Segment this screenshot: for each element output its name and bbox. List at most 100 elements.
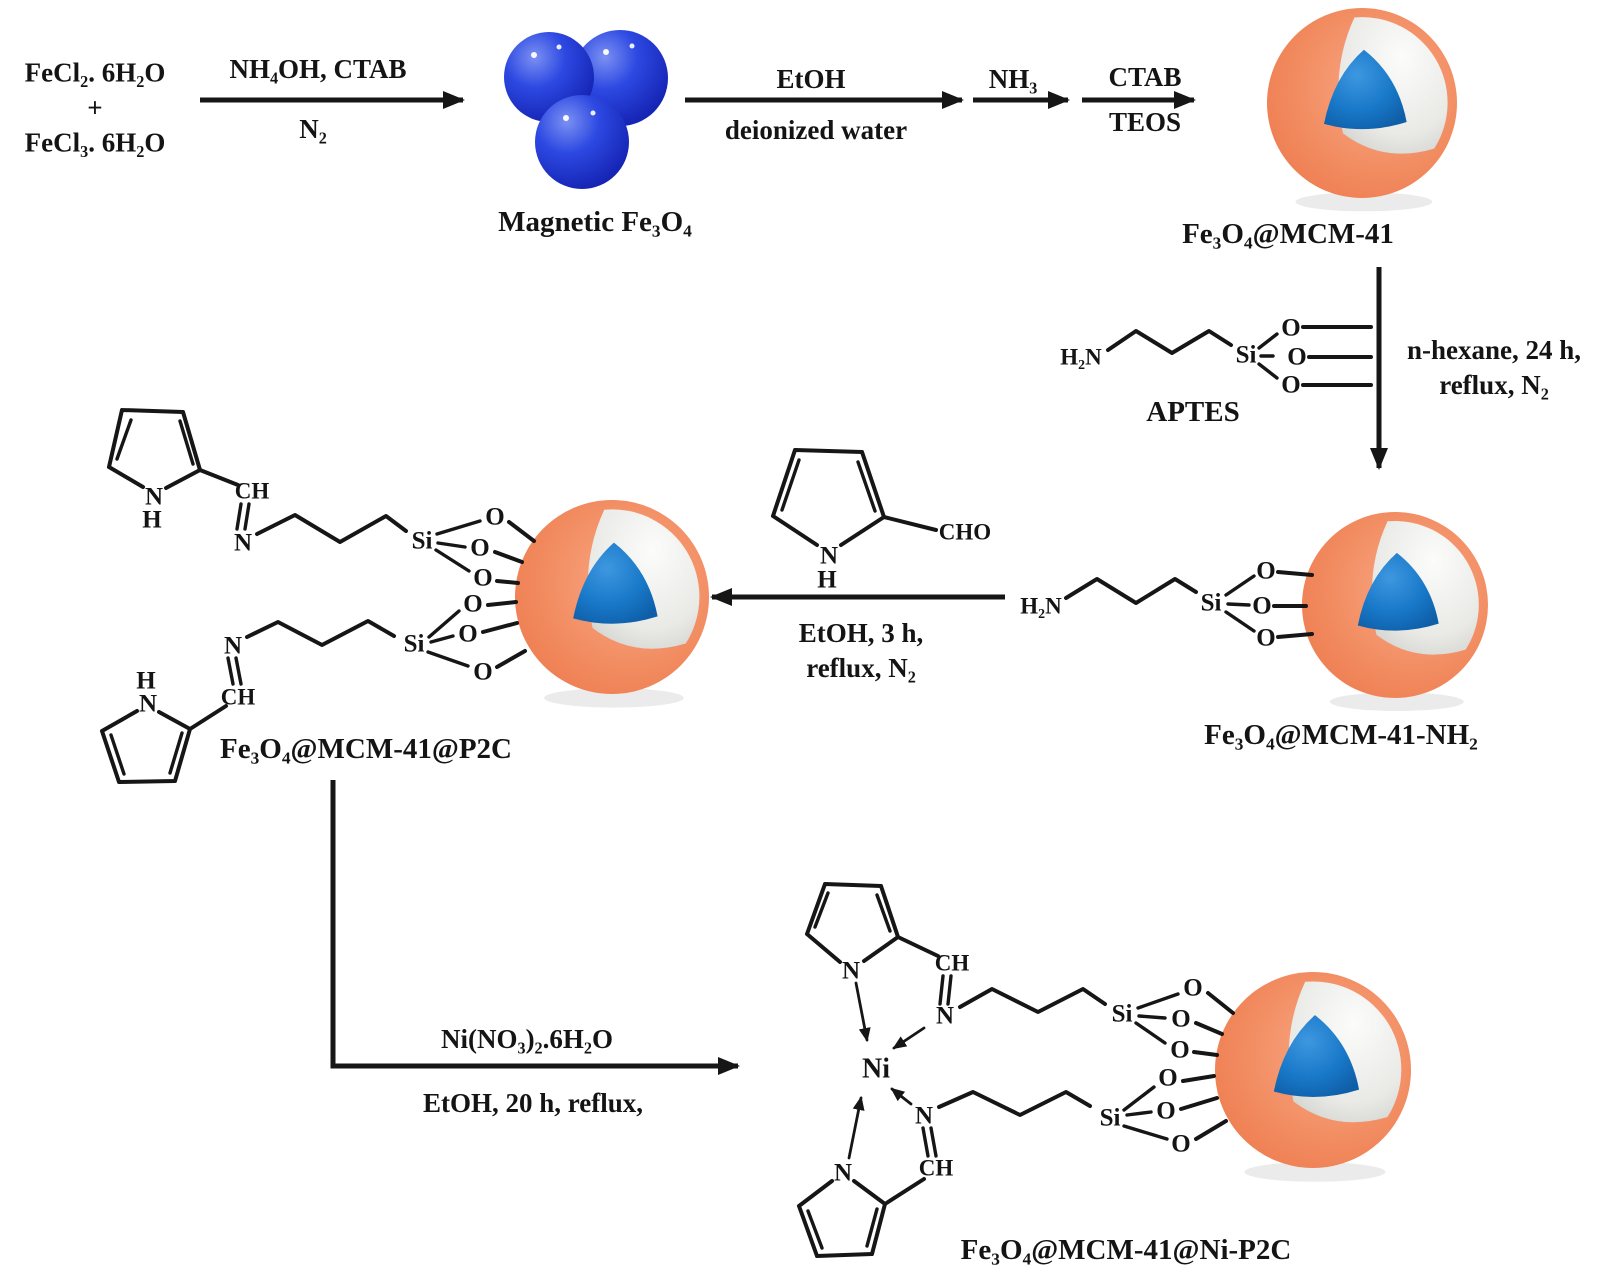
o-label: O (1252, 593, 1271, 620)
pyrrole-ring (771, 448, 886, 547)
pyrrole-carboxaldehyde: N H CHO (771, 448, 991, 594)
ring-double-bonds (780, 458, 877, 513)
core-shell-sphere-nip2c (1215, 972, 1411, 1182)
n-label: N (234, 530, 252, 557)
nh2-structure: H₂N Si O O O (1020, 558, 1314, 652)
amine-label: H₂N (1020, 594, 1062, 619)
o-label: O (473, 565, 492, 592)
ch-label: CH (221, 685, 256, 710)
o-sphere-links (1272, 570, 1314, 639)
n-label: N (820, 543, 838, 570)
o-sphere-links (1179, 1074, 1228, 1141)
step1-conditions-bottom: N₂ (299, 114, 327, 145)
si-o-bonds (426, 609, 470, 668)
propyl-chain (1106, 329, 1233, 355)
step6-line2: reflux, N₂ (806, 653, 916, 683)
step5-line2: reflux, N₂ (1439, 370, 1549, 400)
propyl-chain (1064, 577, 1198, 605)
reactant-fecl3: FeCl₃. 6H₂O (24, 127, 166, 158)
si-o-bonds (1134, 992, 1180, 1045)
o-sphere-links (1192, 991, 1235, 1057)
o-label: O (473, 659, 492, 686)
propyl-chain (958, 987, 1107, 1014)
si-label: Si (1201, 590, 1222, 617)
pyrrole-ring (805, 882, 900, 964)
nip2c-structure: N CH N Si O O O Ni N CH Si O O O N (797, 882, 1235, 1258)
p2c-product-label: Fe₃O₄@MCM-41@P2C (220, 732, 512, 765)
n-label: N (145, 484, 163, 511)
o-label: O (470, 535, 489, 562)
h-label: H (817, 567, 837, 594)
pyrrole-n-to-ni-arrow (847, 1096, 865, 1160)
magnetite-cluster (504, 30, 668, 189)
si-label: Si (1236, 342, 1257, 369)
n-label: N (842, 958, 860, 985)
iron-salt-reactants: FeCl₂. 6H₂O + FeCl₃. 6H₂O (25, 55, 166, 160)
o-surface-links (1301, 325, 1373, 387)
o-label: O (458, 621, 477, 648)
step7-elbow-arrow (330, 780, 740, 1075)
aptes-structure: H₂N Si O O O (1060, 315, 1373, 399)
n-label: N (139, 691, 157, 718)
pyrrole-ring (100, 709, 192, 784)
si-o-bonds (1257, 332, 1279, 380)
o-label: O (1183, 975, 1202, 1002)
p2c-structure: N H CH N Si O O O N CH Si O O O H N (100, 408, 536, 784)
si-label: Si (412, 528, 433, 555)
nh2-product-label: Fe₃O₄@MCM-41-NH₂ (1204, 718, 1478, 751)
step6-line1: EtOH, 3 h, (798, 617, 924, 648)
ring-double-bonds (813, 891, 892, 933)
step4-conditions-bottom: TEOS (1108, 107, 1182, 138)
amine-label: H₂N (1060, 345, 1102, 370)
imine-double-bond (938, 974, 953, 1006)
ch-label: CH (919, 1156, 954, 1181)
n-label: N (915, 1103, 933, 1130)
ch-ring-bond (188, 704, 228, 731)
imine-n-to-ni-arrow (892, 1026, 926, 1050)
n-label: N (834, 1160, 852, 1187)
pyrrole-ring (797, 1179, 887, 1258)
o-label: O (1281, 372, 1300, 399)
magnetite-label: Magnetic Fe₃O₄ (498, 205, 692, 238)
si-o-bonds (1224, 574, 1256, 633)
ch-ring-bond (883, 1177, 926, 1206)
o-label: O (1287, 344, 1306, 371)
o-label: O (1171, 1131, 1190, 1158)
step3-conditions: NH₃ (988, 64, 1038, 95)
pyrrole-n-to-ni-arrow (854, 981, 871, 1042)
cho-bond (882, 515, 938, 532)
ch-ring-bond (896, 935, 940, 958)
reaction-arrows (200, 91, 1388, 1075)
step1-conditions-top: NH₄OH, CTAB (229, 54, 407, 85)
si-label: Si (404, 631, 425, 658)
h-label: H (142, 507, 162, 534)
step7-conditions-bottom: EtOH, 20 h, reflux, (422, 1088, 644, 1119)
si-label: Si (1112, 1001, 1133, 1028)
step2-conditions-top: EtOH (776, 64, 846, 95)
core-shell-sphere-mcm41 (1267, 7, 1457, 212)
pyrrole-ring (107, 408, 202, 490)
o-label: O (1156, 1098, 1175, 1125)
step4-conditions-top: CTAB (1108, 62, 1182, 93)
imine-double-bond (235, 502, 251, 531)
reactant-fecl2: FeCl₂. 6H₂O (24, 57, 166, 88)
h-label: H (136, 668, 156, 695)
imine-n-to-ni-arrow (890, 1087, 913, 1106)
o-label: O (1256, 625, 1275, 652)
mcm41-label: Fe₃O₄@MCM-41 (1182, 217, 1394, 250)
nickel-center-label: Ni (862, 1054, 890, 1085)
si-label: Si (1100, 1105, 1121, 1132)
core-shell-sphere-p2c (515, 500, 709, 708)
step5-conditions: n-hexane, 24 h, reflux, N₂ (1407, 333, 1581, 403)
propyl-chain (937, 1090, 1092, 1117)
ch-label: CH (235, 479, 270, 504)
o-label: O (463, 591, 482, 618)
nip2c-product-label: Fe₃O₄@MCM-41@Ni-P2C (960, 1233, 1292, 1266)
o-label: O (1158, 1065, 1177, 1092)
magnetite-sphere (535, 95, 629, 189)
cho-label: CHO (939, 520, 991, 545)
ch-ring-bond (198, 468, 240, 487)
si-o-bonds (1122, 1085, 1169, 1141)
